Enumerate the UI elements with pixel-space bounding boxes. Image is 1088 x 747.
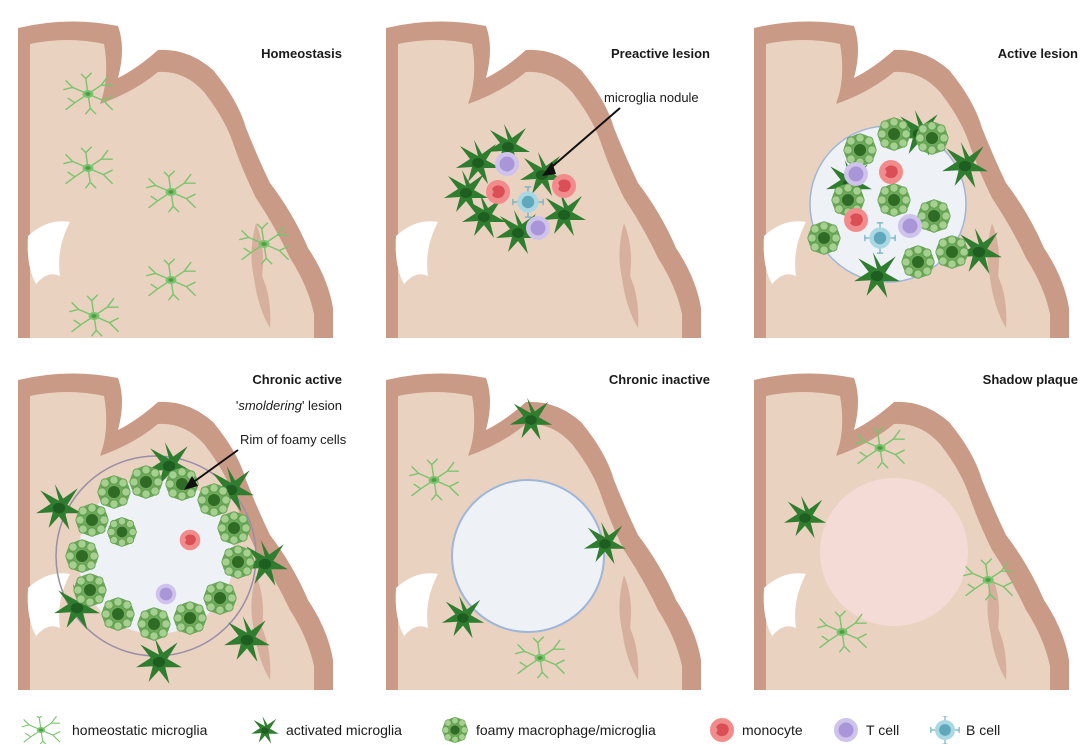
panel-title: Shadow plaque [983,372,1078,387]
panel-homeostasis: Homeostasis [8,8,348,338]
monocyte-icon [708,716,736,744]
foamy-macrophage-icon [218,512,250,544]
t-cell-icon [832,716,860,744]
foamy-macrophage-icon [204,582,236,614]
panel-title: Chronic active [252,372,342,387]
smoldering-annotation: 'smoldering' lesion [236,398,342,413]
legend-label: T cell [866,722,899,738]
foamy-macrophage-icon [878,184,910,216]
legend-item-monocyte: monocyte [708,716,803,744]
nodule-annotation: microglia nodule [604,90,699,105]
homeostatic-microglia-icon [16,716,66,744]
legend-label: foamy macrophage/microglia [476,722,656,738]
foamy-macrophage-icon [102,598,134,630]
legend-label: monocyte [742,722,803,738]
panel-active-lesion: Active lesion [744,8,1084,338]
foamy-macrophage-icon [916,122,948,154]
foamy-macrophage-icon [440,716,470,744]
foamy-macrophage-icon [74,574,106,606]
foamy-macrophage-icon [98,476,130,508]
legend-item-t-cell: T cell [832,716,899,744]
foamy-macrophage-icon [808,222,840,254]
b-cell-icon [930,716,960,744]
panel-title: Preactive lesion [611,46,710,61]
foamy-macrophage-icon [138,608,170,640]
legend-item-b-cell: B cell [930,716,1000,744]
foamy-macrophage-icon [844,134,876,166]
foamy-macrophage-icon [198,484,230,516]
panel-title: Chronic inactive [609,372,710,387]
foamy-macrophage-icon [918,200,950,232]
monocyte-icon [180,530,201,551]
monocyte-icon [844,208,868,232]
chronic-inactive-illustration [376,360,716,690]
monocyte-icon [552,174,576,198]
panel-chronic-active: Chronic active 'smoldering' lesion Rim o… [8,360,348,690]
foamy-macrophage-icon [222,546,254,578]
panel-title: Homeostasis [261,46,342,61]
foamy-macrophage-icon [174,602,206,634]
legend-label: homeostatic microglia [72,722,207,738]
panel-chronic-inactive: Chronic inactive [376,360,716,690]
foamy-macrophage-icon [66,540,98,572]
foamy-macrophage-icon [130,466,162,498]
legend-label: B cell [966,722,1000,738]
t-cell-icon [526,216,550,240]
legend: homeostatic microglia activated microgli… [0,712,1088,747]
panel-shadow-plaque: Shadow plaque [744,360,1084,690]
legend-label: activated microglia [286,722,402,738]
panel-preactive-lesion: Preactive lesion microglia nodule [376,8,716,338]
legend-item-activated-microglia: activated microglia [250,716,402,744]
foamy-macrophage-icon [108,518,137,547]
activated-microglia-icon [250,716,280,744]
monocyte-icon [879,160,903,184]
legend-item-homeostatic-microglia: homeostatic microglia [16,716,207,744]
panel-title: Active lesion [998,46,1078,61]
foamy-macrophage-icon [902,246,934,278]
t-cell-icon [156,584,177,605]
shadow-plaque-illustration [744,360,1084,690]
foamy-macrophage-icon [878,118,910,150]
foamy-macrophage-icon [76,504,108,536]
t-cell-icon [495,152,519,176]
foamy-macrophage-icon [936,236,968,268]
lesion-area [452,480,604,632]
rim-annotation: Rim of foamy cells [240,432,346,447]
shadow-plaque-area [820,478,968,626]
t-cell-icon [844,162,868,186]
monocyte-icon [486,180,510,204]
t-cell-icon [898,214,922,238]
legend-item-foamy-macrophage: foamy macrophage/microglia [440,716,656,744]
